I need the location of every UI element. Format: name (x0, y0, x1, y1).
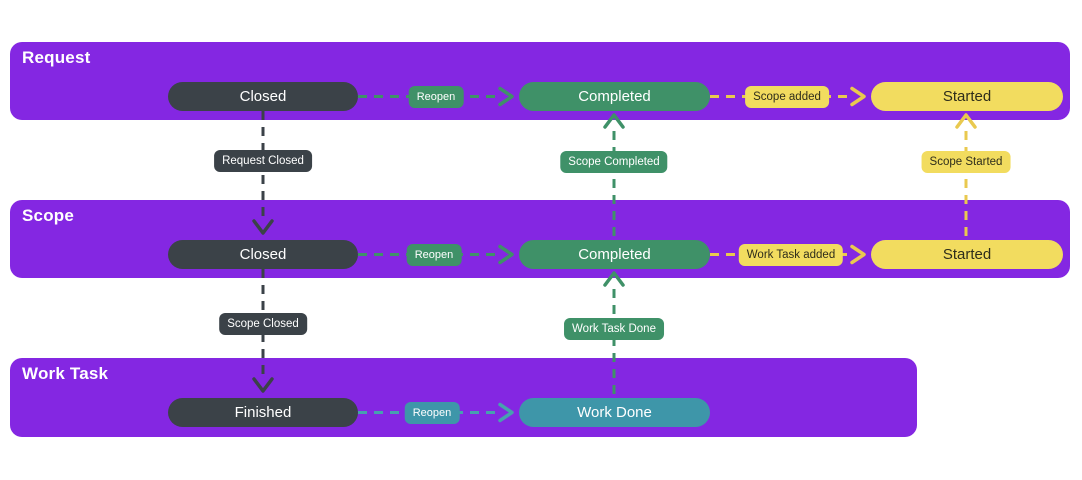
edge-label-scope-started: Scope Started (921, 151, 1011, 173)
node-request-completed: Completed (519, 82, 710, 111)
node-worktask-finished: Finished (168, 398, 358, 427)
edge-label-scope-closed: Scope Closed (219, 313, 307, 335)
arrow-worktask-done-head (603, 271, 625, 287)
band-title-worktask: Work Task (22, 364, 109, 383)
arrow-scope-reopen-head (498, 244, 514, 265)
node-scope-completed: Completed (519, 240, 710, 269)
arrow-worktask-reopen-head (498, 402, 514, 423)
edge-label-reopen-request: Reopen (408, 85, 464, 108)
edge-label-scope-added: Scope added (745, 85, 829, 108)
arrow-scope-started-head (955, 113, 977, 129)
edge-label-scope-completed: Scope Completed (560, 151, 668, 173)
arrow-request-closed-head (252, 219, 274, 235)
arrow-request-reopen-head (498, 86, 514, 107)
band-worktask: Work Task (10, 358, 917, 437)
arrow-scope-completed-head (603, 113, 625, 129)
edge-label-worktask-done: Work Task Done (564, 318, 664, 340)
arrow-request-scope-added-head (850, 86, 866, 107)
node-scope-started: Started (871, 240, 1063, 269)
band-title-scope: Scope (22, 206, 75, 225)
edge-label-reopen-worktask: Reopen (404, 401, 460, 424)
edge-label-request-closed: Request Closed (214, 150, 312, 172)
node-request-closed: Closed (168, 82, 358, 111)
edge-label-worktask-added: Work Task added (738, 243, 844, 266)
node-request-started: Started (871, 82, 1063, 111)
band-title-request: Request (22, 48, 91, 67)
arrow-scope-closed-head (252, 377, 274, 393)
node-worktask-done: Work Done (519, 398, 710, 427)
edge-label-reopen-scope: Reopen (406, 243, 462, 266)
node-scope-closed: Closed (168, 240, 358, 269)
arrow-scope-worktask-added-head (850, 244, 866, 265)
